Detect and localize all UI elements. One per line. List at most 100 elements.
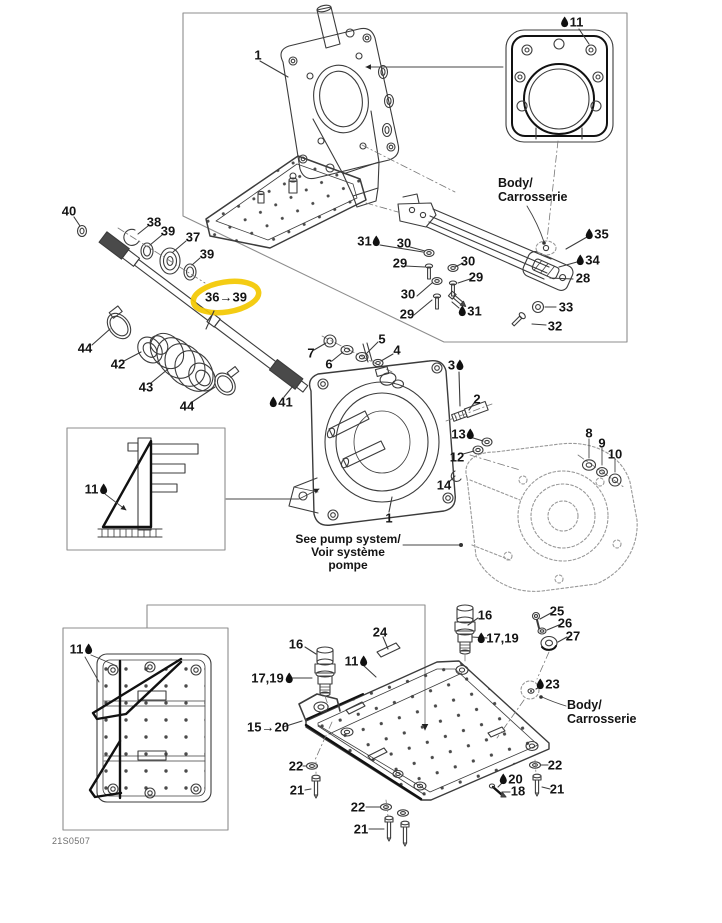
callout-number: 8 xyxy=(585,425,593,441)
callout-7: 7 xyxy=(307,347,314,360)
callout-number: 17,19 xyxy=(251,670,284,686)
note-line: See pump system/ xyxy=(295,532,401,546)
callout-number: 31 xyxy=(467,303,482,319)
sealant-inset-bottom xyxy=(62,627,229,831)
callout-20: 20 xyxy=(499,771,523,787)
washer-stack-left xyxy=(321,334,393,373)
callout-11: 11 xyxy=(70,643,93,656)
callout-number: 16 xyxy=(477,607,493,623)
note-line: Voir système pompe xyxy=(311,545,385,573)
callout-number: 29 xyxy=(399,306,415,322)
top-inset-box xyxy=(182,12,628,343)
callout-2: 2 xyxy=(473,393,480,406)
body-top-leader xyxy=(526,205,545,243)
callout-number: 39 xyxy=(199,246,215,262)
note-line: Body/ xyxy=(498,176,533,190)
callout-8: 8 xyxy=(585,427,592,440)
callout-number: 11 xyxy=(344,653,359,669)
callout-28: 28 xyxy=(576,272,590,285)
callout-40: 40 xyxy=(62,205,76,218)
sealant-drop-icon xyxy=(456,359,464,371)
callout-38: 38 xyxy=(147,216,161,229)
callout-number: 12 xyxy=(449,449,465,465)
callout-18: 18 xyxy=(511,785,525,798)
callout-1: 1 xyxy=(254,49,261,62)
sealant-inset-mid xyxy=(66,427,320,551)
callout-number: 11 xyxy=(84,481,99,497)
callout-30: 30 xyxy=(397,237,411,250)
note-line: Body/ xyxy=(567,698,602,712)
sealant-drop-icon xyxy=(499,773,507,785)
callout-number: 17,19 xyxy=(486,630,519,646)
callout-number: 7 xyxy=(307,345,315,361)
callout-number: 23 xyxy=(545,676,560,692)
callout-23: 23 xyxy=(536,676,560,692)
pump-support-housing-part xyxy=(288,342,521,526)
callout-44: 44 xyxy=(180,400,194,413)
washer-stack-right xyxy=(577,438,626,489)
callout-26: 26 xyxy=(558,617,572,630)
callout-42: 42 xyxy=(111,358,125,371)
callout-15-20: 15→20 xyxy=(247,721,289,734)
callout-number: 41 xyxy=(278,394,293,410)
sealant-drop-icon xyxy=(458,305,466,317)
pump-system-note: See pump system/ Voir système pompe xyxy=(290,532,406,573)
sealant-drop-icon xyxy=(536,678,544,690)
callout-number: 3 xyxy=(447,357,456,373)
callout-number: 30 xyxy=(400,286,416,302)
callout-number: 13 xyxy=(451,426,466,442)
callout-30: 30 xyxy=(461,255,475,268)
callout-number: 15→20 xyxy=(247,719,289,735)
pump-body-phantom xyxy=(465,442,638,592)
body-note-top: Body/ Carrosserie xyxy=(498,176,568,205)
sealant-drop-icon xyxy=(561,16,569,28)
note-line: Carrosserie xyxy=(567,711,637,726)
callout-29: 29 xyxy=(393,257,407,270)
callout-24: 24 xyxy=(373,626,387,639)
callout-16: 16 xyxy=(289,638,303,651)
pump-note-leader xyxy=(402,543,463,547)
callout-number: 18 xyxy=(510,783,526,799)
callout-number: 37 xyxy=(185,229,201,245)
callout-21: 21 xyxy=(550,783,564,796)
callout-6: 6 xyxy=(325,358,332,371)
callout-13: 13 xyxy=(451,426,475,442)
callout-number: 25 xyxy=(549,603,565,619)
callout-number: 44 xyxy=(179,398,195,414)
callout-number: 20 xyxy=(508,771,523,787)
callout-number: 32 xyxy=(547,318,563,334)
callout-number: 29 xyxy=(392,255,408,271)
callout-number: 21 xyxy=(289,782,305,798)
callout-12: 12 xyxy=(450,451,464,464)
callout-33: 33 xyxy=(559,301,573,314)
callout-11: 11 xyxy=(85,483,108,496)
callout-number: 22 xyxy=(288,758,304,774)
leader-lines xyxy=(73,28,590,830)
callout-39: 39 xyxy=(161,225,175,238)
callout-11: 11 xyxy=(345,655,368,668)
callout-43: 43 xyxy=(139,381,153,394)
callout-36-39: 36→39 xyxy=(205,291,247,304)
callout-number: 24 xyxy=(372,624,388,640)
callout-35: 35 xyxy=(585,226,609,242)
callout-number: 42 xyxy=(110,356,126,372)
callout-number: 38 xyxy=(146,214,162,230)
callout-number: 30 xyxy=(460,253,476,269)
document-code: 21S0507 xyxy=(52,836,91,846)
ride-plate-top-part xyxy=(205,140,559,249)
sealant-drop-icon xyxy=(477,632,485,644)
callout-21: 21 xyxy=(354,823,368,836)
callout-25: 25 xyxy=(550,605,564,618)
body-bottom-leader xyxy=(541,696,567,707)
callout-number: 6 xyxy=(325,356,333,372)
callout-number: 9 xyxy=(598,435,606,451)
callout-number: 22 xyxy=(350,799,366,815)
drive-shaft-part xyxy=(76,224,309,396)
support-arm-part xyxy=(397,193,574,327)
callout-number: 35 xyxy=(594,226,609,242)
callout-number: 33 xyxy=(558,299,574,315)
callout-41: 41 xyxy=(269,394,293,410)
callout-22: 22 xyxy=(351,801,365,814)
callout-22: 22 xyxy=(289,760,303,773)
